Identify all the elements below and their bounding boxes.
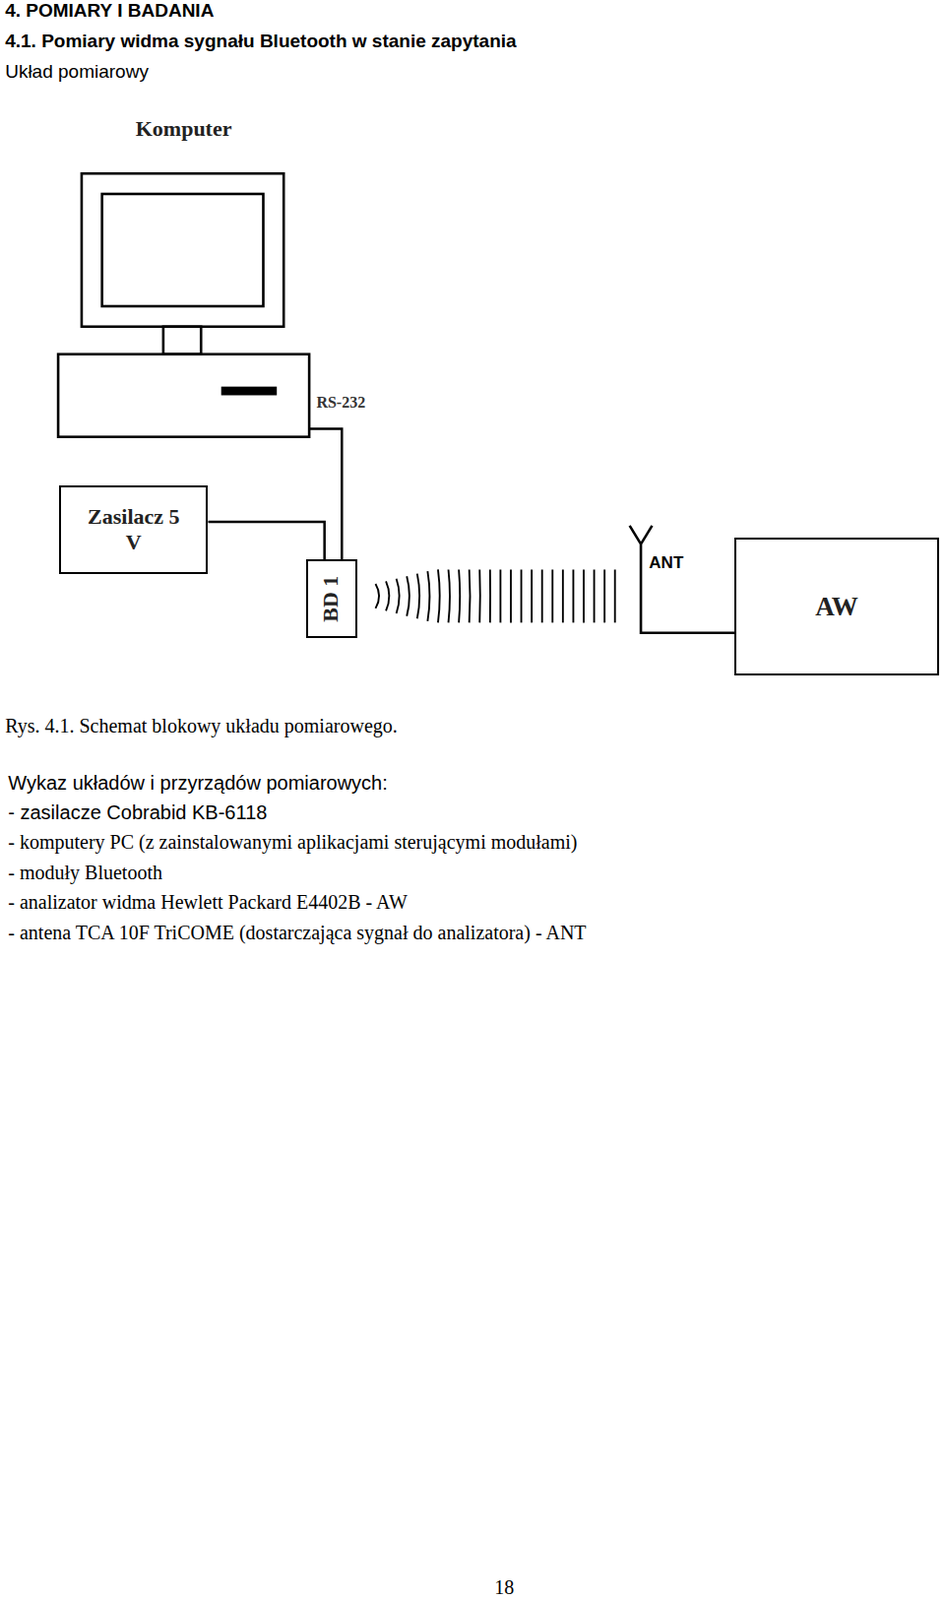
list-item: - komputery PC (z zainstalowanymi aplika… (7, 830, 577, 854)
figure-caption: Rys. 4.1. Schemat blokowy układu pomiaro… (4, 714, 398, 738)
block-node: AW (734, 537, 939, 676)
monitor-stand (163, 326, 201, 355)
list-item: - analizator widma Hewlett Packard E4402… (7, 890, 408, 914)
subheading: Układ pomiarowy (4, 61, 149, 83)
list-item: - moduły Bluetooth (7, 861, 163, 884)
node-text: Zasilacz 5 V (79, 504, 189, 557)
radio-waves (376, 568, 616, 623)
node-text: AW (815, 590, 859, 623)
list-item: - antena TCA 10F TriCOME (dostarczająca … (7, 921, 586, 945)
block-node: Zasilacz 5 V (59, 485, 208, 573)
antenna (630, 525, 736, 633)
node-text: Komputer (135, 116, 233, 142)
block-node: Komputer (58, 114, 310, 438)
wire (207, 521, 324, 560)
pc-case (58, 354, 310, 438)
antenna-label: ANT (648, 553, 684, 573)
list-heading: Wykaz układów i przyrządów pomiarowych: (7, 771, 388, 795)
port-label: RS-232 (315, 393, 366, 412)
drive-slot (222, 387, 276, 394)
page-number: 18 (31, 1575, 945, 1599)
subsection-heading: 4.1. Pomiary widma sygnału Bluetooth w s… (4, 30, 516, 53)
screen (102, 193, 264, 307)
block-node: BD 1 (306, 559, 358, 638)
list-item: - zasilacze Cobrabid KB-6118 (7, 801, 267, 824)
monitor (81, 173, 284, 327)
node-text: BD 1 (318, 574, 345, 622)
section-heading: 4. POMIARY I BADANIA (4, 0, 214, 22)
